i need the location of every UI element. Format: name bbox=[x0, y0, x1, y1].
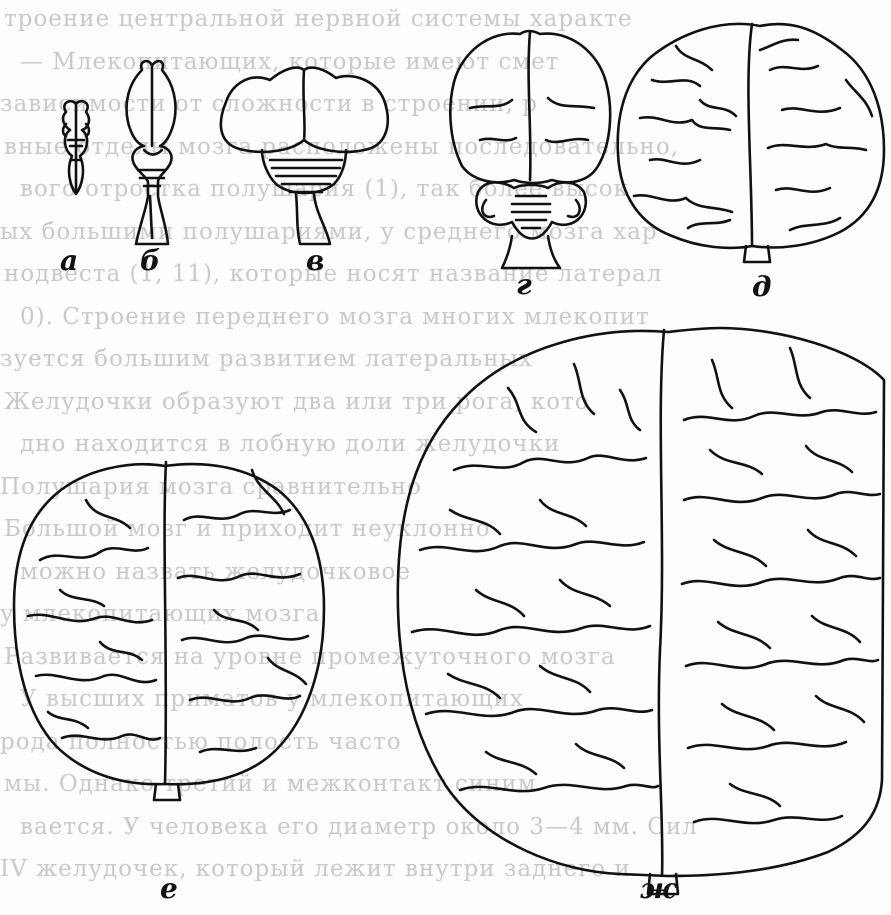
brain-e-drawing bbox=[14, 462, 324, 800]
label-d: д bbox=[752, 270, 771, 303]
label-e: е bbox=[160, 872, 178, 905]
label-zh: ж bbox=[640, 872, 677, 905]
brain-b-drawing bbox=[127, 61, 176, 244]
brain-a-drawing bbox=[63, 101, 89, 194]
label-v: в bbox=[306, 244, 324, 277]
brain-d-drawing bbox=[618, 24, 884, 262]
brain-g-drawing bbox=[450, 31, 610, 268]
brain-v-drawing bbox=[221, 68, 388, 244]
label-g: г bbox=[516, 268, 532, 301]
label-b: б bbox=[140, 244, 160, 277]
brain-zh-drawing bbox=[398, 328, 884, 894]
label-a: а bbox=[60, 244, 78, 277]
